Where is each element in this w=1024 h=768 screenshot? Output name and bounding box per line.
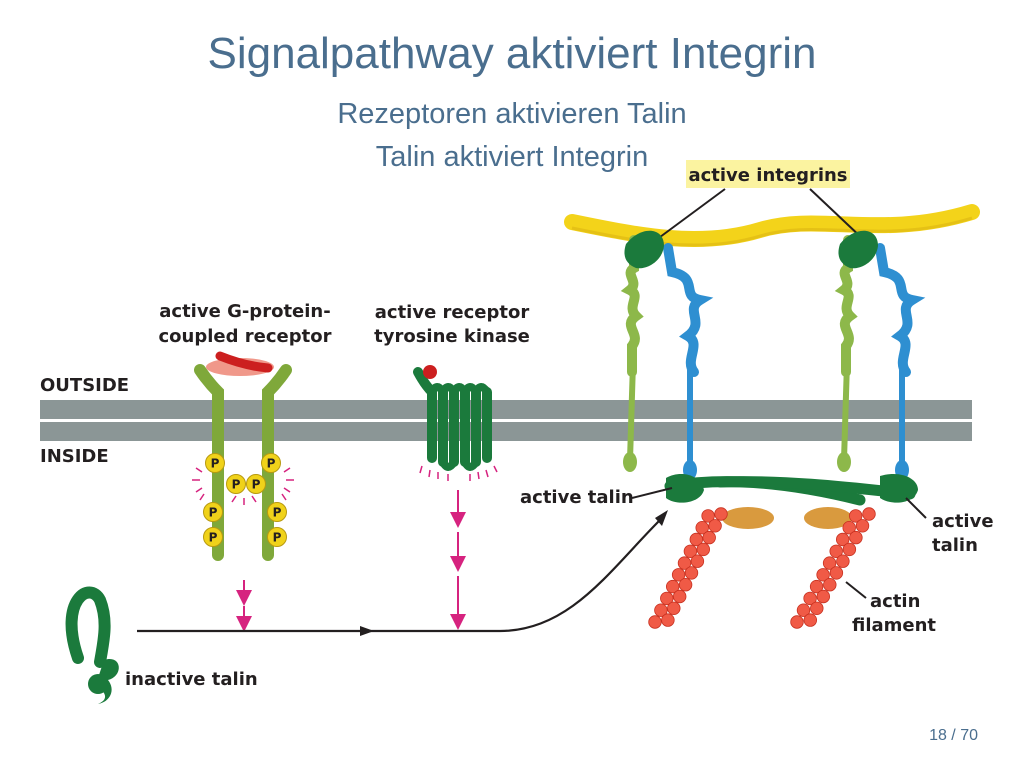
phosphate (203, 502, 223, 522)
actin-monomer (677, 556, 692, 570)
phosphate (203, 527, 223, 547)
actin-monomer (855, 519, 870, 533)
actin-monomer (829, 566, 844, 580)
gpcr-label-line-2: coupled receptor (159, 326, 332, 347)
inside-label: INSIDE (40, 446, 109, 467)
integrin-pointer-line-right (809, 188, 865, 241)
actin-monomer (702, 530, 716, 545)
actin-monomer (836, 554, 850, 568)
actin-label-line-1: actin (870, 591, 920, 612)
actin-monomer (816, 589, 831, 604)
actin-monomer (810, 601, 824, 616)
actin-monomer (842, 521, 856, 535)
slide-subtitle-line-2: Talin aktiviert Integrin (375, 141, 649, 173)
ligand-red (215, 351, 273, 373)
active-talin-pointer-left (631, 487, 673, 499)
actin-monomer (862, 507, 876, 521)
ecm-fiber (564, 204, 980, 248)
actin-monomer (683, 544, 698, 559)
actin-filament-left (648, 507, 728, 629)
integrin-right (834, 230, 926, 480)
page-number: 18 / 70 (929, 727, 978, 744)
actin-monomer (803, 613, 818, 627)
actin-monomer (689, 532, 704, 547)
actin-monomer (660, 591, 674, 606)
active-talin-pointer-right (905, 497, 927, 519)
actin-monomer (714, 507, 728, 521)
actin-monomer (678, 578, 693, 592)
slide-subtitle-line-1: Rezeptoren aktivieren Talin (337, 98, 687, 130)
talin-activation-arrow (137, 510, 668, 636)
actin-monomer (708, 519, 722, 533)
actin-monomer (803, 591, 817, 606)
actin-monomer (842, 542, 857, 557)
active-integrins-label-bg (686, 160, 850, 188)
actin-monomer (667, 601, 681, 616)
phosphate (267, 527, 287, 547)
actin-monomer (684, 566, 699, 580)
phosphate (246, 474, 266, 494)
cell-membrane (40, 400, 972, 441)
actin-monomer (849, 530, 863, 545)
actin-monomer (701, 509, 715, 523)
phosphate (267, 502, 287, 522)
vinculin-right (804, 507, 852, 529)
actin-monomer (809, 579, 824, 594)
active-talin-label-right-1: active (932, 511, 994, 532)
actin-monomer (829, 544, 843, 559)
phosphate (226, 474, 246, 494)
gpcr-label-line-1: active G-protein- (159, 301, 330, 322)
active-talin-label-left: active talin (520, 487, 634, 508)
actin-filament-right (790, 507, 876, 629)
actin-monomer (666, 579, 680, 594)
phosphate (261, 453, 281, 473)
integrin-pointer-line-left (655, 188, 726, 241)
active-talin-label-right-2: talin (932, 535, 978, 556)
actin-monomer (690, 554, 705, 568)
actin-monomer (836, 532, 850, 547)
actin-monomer (816, 568, 830, 582)
actin-monomer (673, 589, 687, 604)
rtk-ligand (423, 365, 437, 379)
actin-monomer (654, 603, 668, 617)
phosphate (205, 453, 225, 473)
integrin-beta-left (663, 243, 714, 377)
actin-monomer (796, 603, 811, 617)
actin-monomer (661, 613, 675, 627)
active-talin-complex (664, 473, 918, 529)
active-rtk (413, 365, 498, 481)
active-integrins-label: active integrins (688, 165, 847, 186)
inactive-talin (65, 586, 119, 704)
actin-monomer (790, 615, 804, 629)
vinculin-left (722, 507, 774, 529)
actin-monomer (648, 615, 662, 629)
active-gpcr (192, 351, 294, 561)
actin-pointer (845, 581, 867, 599)
integrin-beta-right (875, 243, 926, 377)
actin-monomer (671, 568, 686, 582)
rtk-label-line-1: active receptor (375, 302, 530, 323)
rtk-label-line-2: tyrosine kinase (374, 326, 530, 347)
inactive-talin-label: inactive talin (125, 669, 258, 690)
slide-title: Signalpathway aktiviert Integrin (207, 29, 817, 78)
actin-monomer (823, 578, 837, 592)
integrin-left (620, 230, 714, 480)
outside-label: OUTSIDE (40, 375, 129, 396)
actin-monomer (696, 542, 711, 557)
actin-monomer (822, 556, 837, 570)
actin-monomer (695, 521, 709, 535)
actin-monomer (849, 509, 863, 523)
actin-label-line-2: filament (852, 615, 936, 636)
